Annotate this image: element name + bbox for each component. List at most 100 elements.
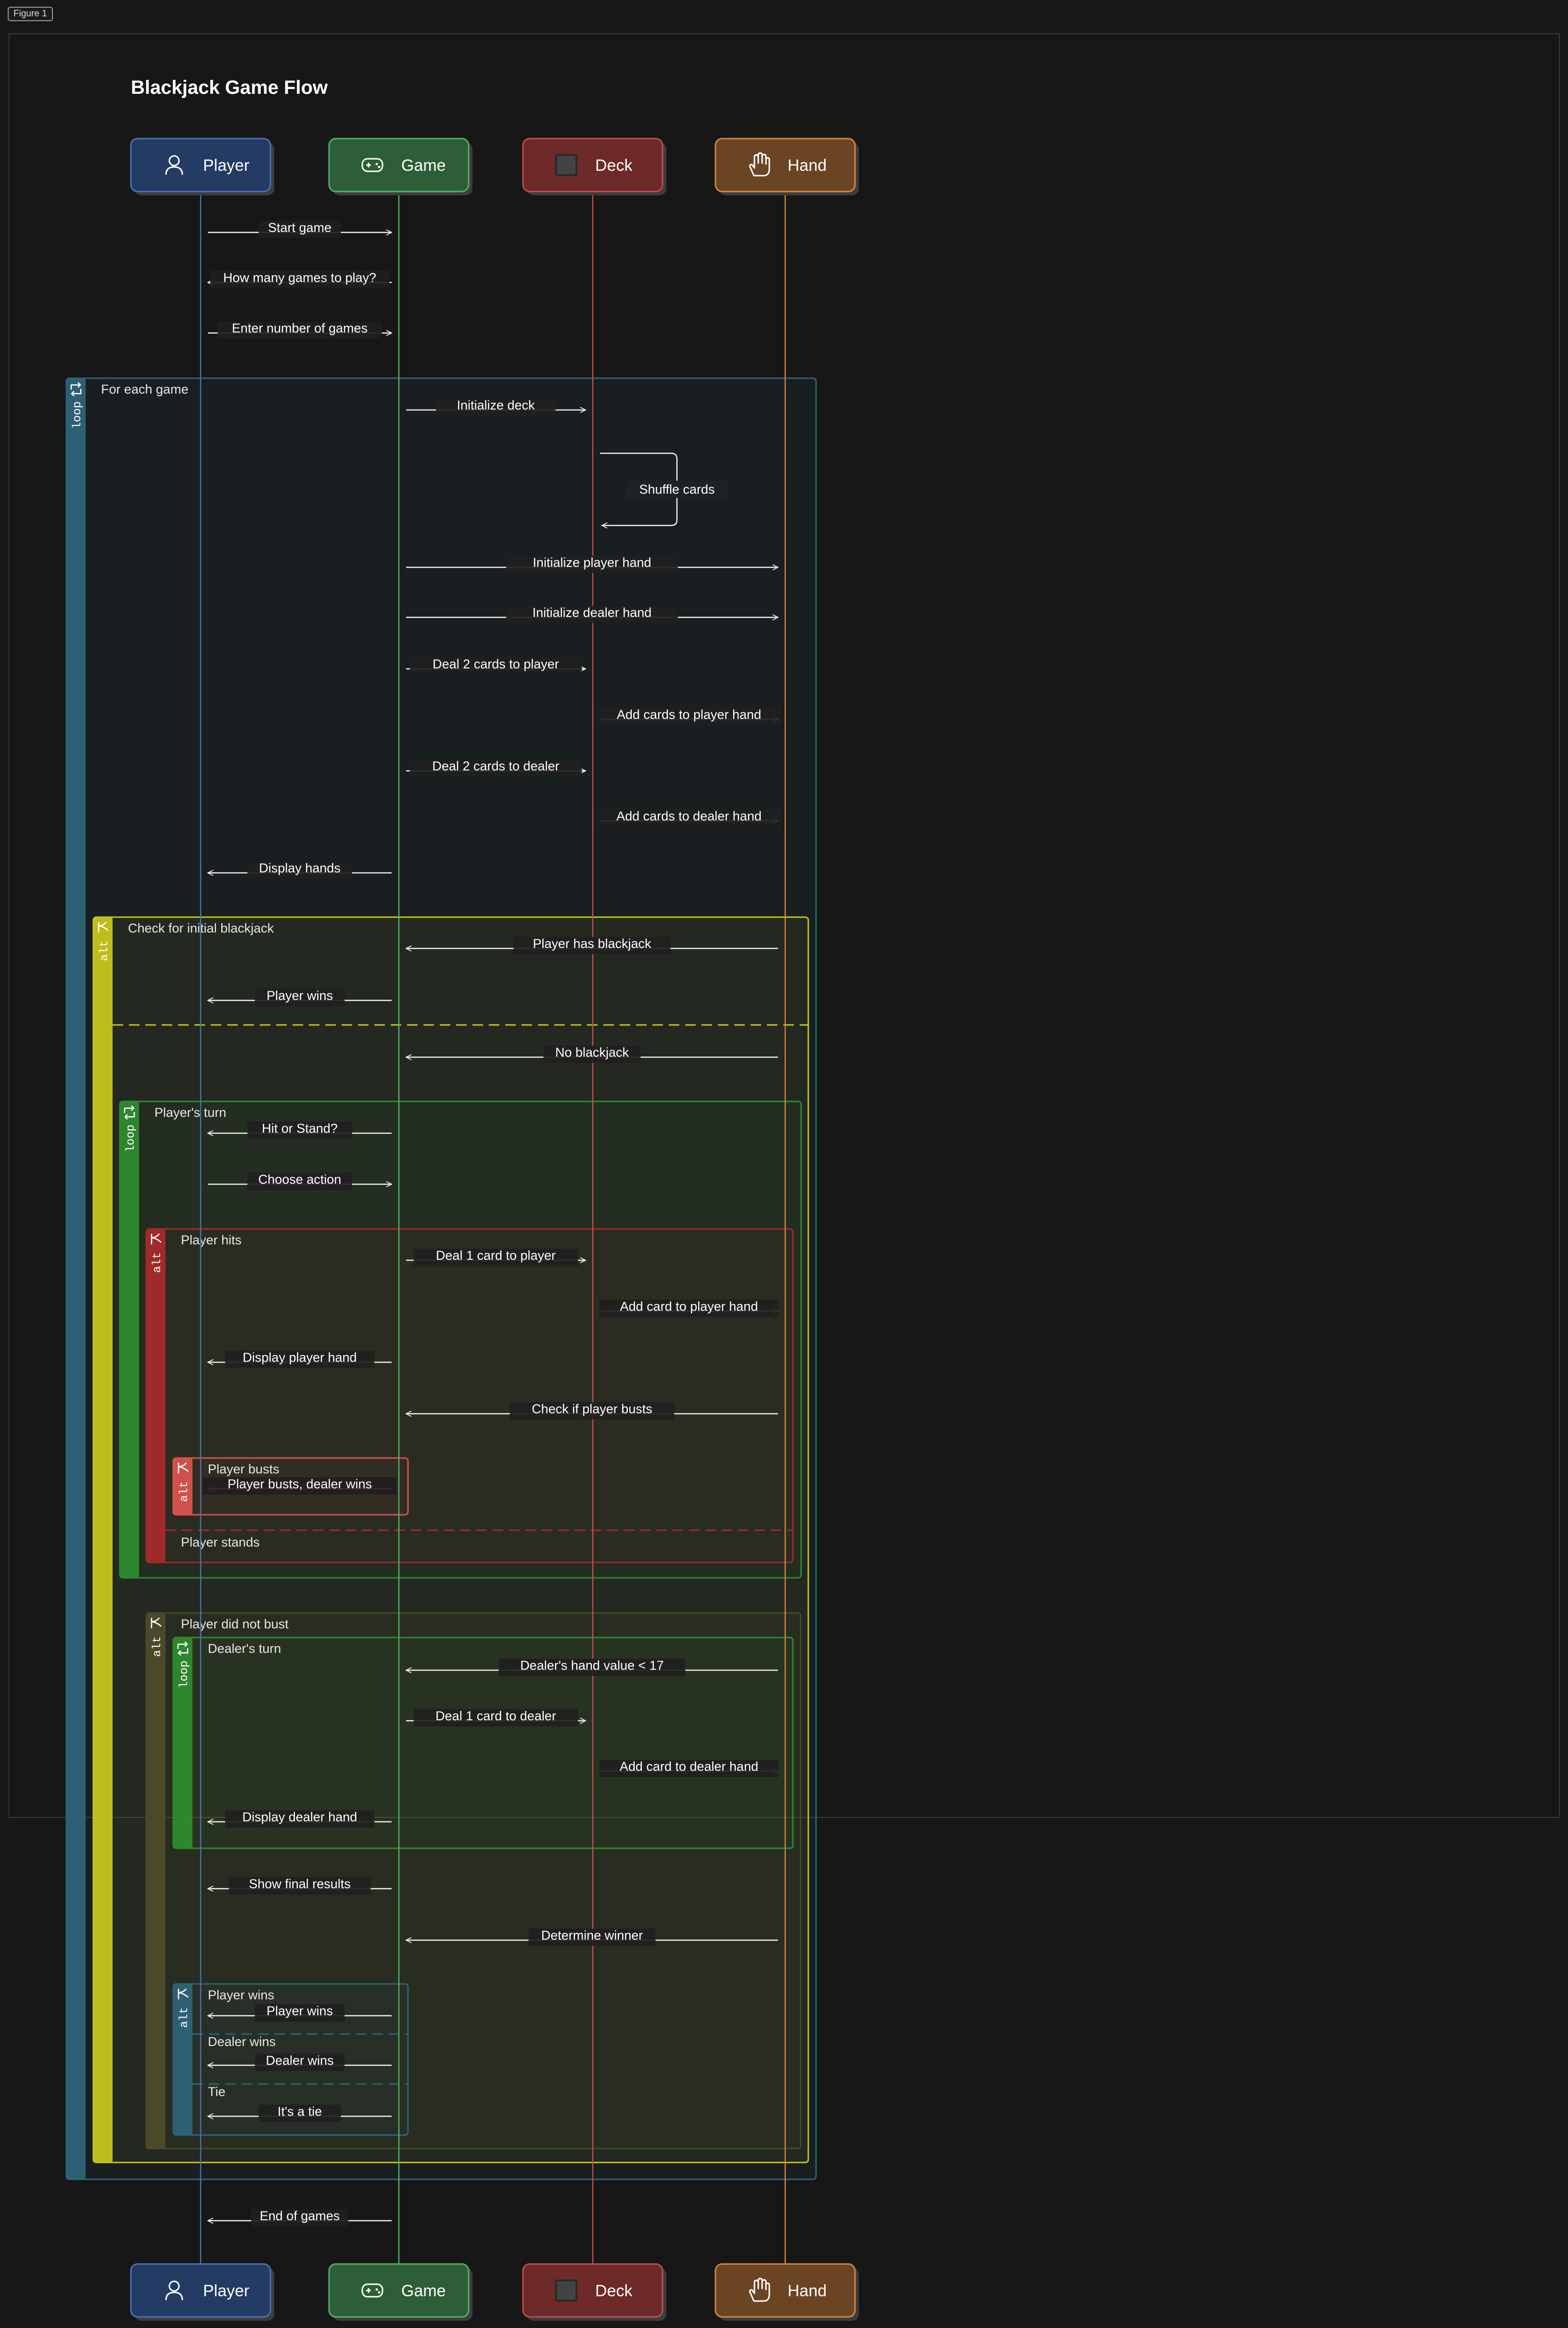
user-icon — [168, 2280, 180, 2292]
participant-deck-bottom[interactable]: Deck — [522, 2263, 666, 2321]
fragment-bar — [146, 1613, 166, 2149]
label-bg — [506, 606, 678, 623]
gamepad-button — [375, 163, 378, 166]
message: Initialize player hand — [406, 555, 778, 573]
message: Hit or Stand? — [208, 1121, 392, 1139]
message-label: It's a tie — [278, 2104, 322, 2119]
message-label: Display hands — [259, 861, 341, 875]
fragment-bar — [173, 1984, 192, 2135]
message: Deal 2 cards to player — [406, 657, 586, 675]
message: Player wins — [208, 988, 392, 1006]
message: Initialize deck — [406, 398, 586, 416]
message: Add card to dealer hand — [599, 1759, 779, 1777]
label-bg — [599, 1300, 779, 1317]
fragment-tag: alt — [151, 1252, 164, 1273]
gamepad-dpad — [366, 163, 371, 167]
participant-label: Game — [401, 2282, 446, 2300]
gamepad-button — [378, 166, 381, 168]
gamepad-button — [375, 2288, 378, 2291]
label-bg — [596, 708, 782, 725]
participant-hand-top[interactable]: Hand — [714, 138, 859, 195]
label-bg — [596, 809, 782, 827]
fragment-tag: alt — [178, 2007, 191, 2028]
figure-frame — [9, 33, 1560, 1818]
message-label: Add cards to dealer hand — [616, 809, 762, 823]
label-bg — [543, 1046, 641, 1063]
message: Player wins — [208, 2004, 392, 2021]
diagram-title: Blackjack Game Flow — [131, 77, 328, 98]
deck-icon-inner — [557, 156, 575, 174]
label-bg — [410, 759, 582, 777]
hand-icon — [749, 152, 770, 177]
message-label: Player wins — [267, 2004, 333, 2018]
participant-box — [714, 138, 856, 192]
hand-icon — [749, 2277, 770, 2302]
user-icon-body — [165, 2291, 183, 2301]
gamepad-button — [378, 2291, 381, 2294]
label-bg — [599, 1760, 779, 1777]
message-label: Player has blackjack — [533, 936, 651, 951]
participant-game-top[interactable]: Game — [328, 138, 472, 195]
message: Deal 2 cards to dealer — [406, 759, 586, 777]
participant-player-bottom[interactable]: Player — [130, 2263, 274, 2321]
message: Enter number of games — [208, 321, 392, 339]
message-label: Determine winner — [541, 1928, 643, 1943]
fragment-label: For each game — [101, 382, 189, 397]
alt-icon — [98, 921, 109, 933]
label-bg — [625, 481, 728, 498]
message: Choose action — [208, 1172, 392, 1190]
fragment-tag: alt — [178, 1481, 191, 1502]
message-label: Player wins — [267, 988, 333, 1003]
fragment-else-label: Player stands — [181, 1535, 260, 1549]
message: Dealer's hand value < 17 — [406, 1658, 778, 1676]
label-bg — [217, 321, 382, 339]
message-label: Initialize dealer hand — [533, 605, 652, 620]
fragment-bar — [66, 378, 86, 2179]
message: Deal 1 card to player — [406, 1248, 586, 1266]
loop-icon — [70, 382, 82, 397]
label-bg — [413, 1249, 578, 1266]
label-bg — [413, 1709, 578, 1727]
label-bg — [225, 1351, 375, 1368]
participant-player-top[interactable]: Player — [130, 138, 274, 195]
participant-label: Player — [203, 2282, 249, 2300]
participant-label: Deck — [595, 156, 633, 175]
message-label: End of games — [260, 2209, 340, 2223]
label-bg — [528, 1929, 656, 1946]
message: It's a tie — [208, 2104, 392, 2122]
participant-box — [714, 2263, 856, 2318]
fragment-loop: loop For each game — [65, 377, 817, 2180]
message-label: Hit or Stand? — [262, 1121, 338, 1136]
message: Player has blackjack — [406, 936, 778, 954]
participant-game-bottom[interactable]: Game — [328, 2263, 472, 2321]
participant-deck-top[interactable]: Deck — [522, 138, 666, 195]
loop-icon — [124, 1105, 135, 1120]
message-label: Show final results — [249, 1877, 351, 1891]
message-label: Initialize player hand — [533, 555, 651, 570]
message-label: Display player hand — [242, 1350, 357, 1365]
message: Display dealer hand — [208, 1810, 392, 1828]
participant-hand-bottom[interactable]: Hand — [714, 2263, 859, 2321]
message-label: Player busts, dealer wins — [228, 1477, 372, 1491]
message-label: Deal 1 card to dealer — [435, 1709, 556, 1723]
participant-box — [328, 138, 470, 192]
fragment-tag: loop — [125, 1125, 138, 1152]
message: Determine winner — [406, 1928, 778, 1946]
message: No blackjack — [406, 1045, 778, 1063]
label-bg — [255, 2004, 345, 2021]
message-label: Deal 2 cards to dealer — [432, 759, 559, 773]
message-label: How many games to play? — [223, 270, 376, 285]
message-label: Start game — [268, 220, 331, 235]
fragment-bar — [120, 1101, 139, 1578]
message: How many games to play? — [208, 270, 392, 288]
figure-tab[interactable]: Figure 1 — [8, 7, 53, 21]
fragment-label: Player busts — [208, 1462, 280, 1476]
label-bg — [498, 1659, 686, 1676]
fragment-bar — [93, 917, 113, 2162]
user-icon-body — [165, 166, 183, 175]
fragment-else-label: Dealer wins — [208, 2034, 276, 2049]
user-icon — [168, 155, 180, 166]
message-label: Dealer's hand value < 17 — [520, 1658, 664, 1673]
message-label: Deal 2 cards to player — [433, 657, 559, 671]
